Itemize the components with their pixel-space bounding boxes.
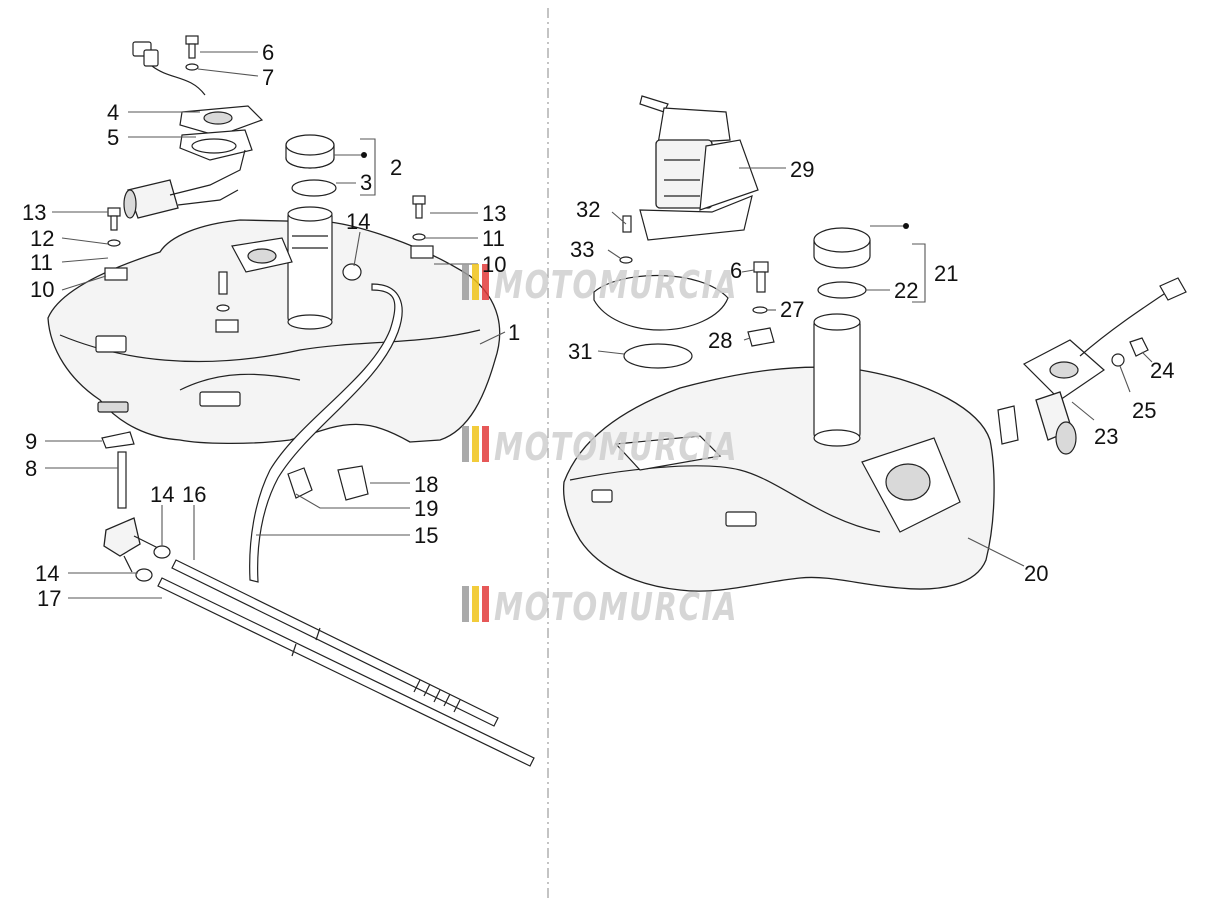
level-sensor-23 — [997, 277, 1187, 455]
callout-4: 4 — [107, 100, 119, 125]
washer-33 — [619, 256, 633, 264]
clip-18 — [337, 465, 369, 501]
callout-14-top: 14 — [346, 209, 370, 234]
washer-25 — [1111, 353, 1125, 367]
callout-32: 32 — [576, 197, 600, 222]
bolt-26 — [753, 261, 769, 293]
callout-33: 33 — [570, 237, 594, 262]
nut-24 — [1129, 337, 1149, 357]
callout-29: 29 — [790, 157, 814, 182]
svg-text:MOTOMURCIA: MOTOMURCIA — [494, 585, 738, 629]
nut-28 — [747, 327, 775, 347]
callout-25: 25 — [1132, 398, 1156, 423]
callout-10-left: 10 — [30, 277, 54, 302]
callout-14-low: 14 — [35, 561, 59, 586]
fuel-tank-right — [562, 313, 995, 592]
fuel-hose-16 — [171, 559, 499, 727]
breather-hose-15 — [249, 283, 403, 583]
svg-text:MOTOMURCIA: MOTOMURCIA — [494, 425, 738, 469]
seal-ring-22 — [817, 281, 867, 299]
callout-23: 23 — [1094, 424, 1118, 449]
sensor-flange-4 — [179, 105, 264, 137]
fuel-cap-2 — [285, 134, 335, 169]
callout-9: 9 — [25, 429, 37, 454]
gasket-5 — [179, 129, 253, 161]
fuel-pump-29 — [639, 95, 759, 241]
seal-ring-3 — [291, 179, 337, 197]
watermark-3: MOTOMURCIA — [462, 585, 738, 629]
callout-6: 6 — [262, 40, 274, 65]
fuel-tap-8 — [103, 451, 159, 573]
leader-lines — [45, 51, 1153, 599]
callout-15: 15 — [414, 523, 438, 548]
callout-20: 20 — [1024, 561, 1048, 586]
right-assembly — [562, 95, 1187, 592]
callout-10-right: 10 — [482, 252, 506, 277]
callout-labels: 6 7 4 5 2 3 13 12 11 10 14 13 11 10 1 9 … — [22, 40, 1174, 611]
washer-27 — [752, 306, 768, 314]
callout-27: 27 — [780, 297, 804, 322]
callout-24: 24 — [1150, 358, 1174, 383]
watermark-2: MOTOMURCIA — [462, 425, 738, 469]
callout-14-mid: 14 — [150, 482, 174, 507]
callout-13-right: 13 — [482, 201, 506, 226]
bolt-13-left — [107, 207, 121, 247]
callout-8: 8 — [25, 456, 37, 481]
callout-13-left: 13 — [22, 200, 46, 225]
bolt-13-right — [412, 195, 426, 241]
callout-28: 28 — [708, 328, 732, 353]
fuel-cap-21 — [813, 227, 871, 269]
fuel-hose-17 — [157, 577, 535, 767]
callout-17: 17 — [37, 586, 61, 611]
callout-22: 22 — [894, 278, 918, 303]
callout-1: 1 — [508, 320, 520, 345]
clamp-14-top — [342, 263, 362, 281]
callout-31: 31 — [568, 339, 592, 364]
clamp-14-low — [135, 568, 153, 582]
screw-32 — [622, 215, 632, 233]
fuel-float-assembly — [123, 149, 246, 219]
svg-text:MOTOMURCIA: MOTOMURCIA — [494, 263, 738, 307]
callout-11-left: 11 — [30, 250, 53, 275]
callout-11-right: 11 — [482, 226, 505, 251]
callout-12: 12 — [30, 226, 54, 251]
clamp-9 — [101, 431, 135, 449]
o-ring-31 — [623, 343, 693, 369]
callout-21: 21 — [934, 261, 958, 286]
clip-19 — [287, 467, 313, 499]
callout-16: 16 — [182, 482, 206, 507]
bolt-6 — [185, 35, 199, 71]
callout-26: 6 — [730, 258, 742, 283]
callout-5: 5 — [107, 125, 119, 150]
callout-3: 3 — [360, 170, 372, 195]
sensor-connector — [132, 41, 206, 96]
watermark-1: MOTOMURCIA — [462, 263, 738, 307]
callout-18: 18 — [414, 472, 438, 497]
clamp-14-mid — [153, 545, 171, 559]
lock-ring — [593, 274, 729, 331]
callout-7: 7 — [262, 65, 274, 90]
fuel-tank-left — [47, 206, 501, 445]
callout-19: 19 — [414, 496, 438, 521]
callout-2: 2 — [390, 155, 402, 180]
left-assembly — [47, 35, 535, 767]
bolt-center — [216, 271, 230, 312]
